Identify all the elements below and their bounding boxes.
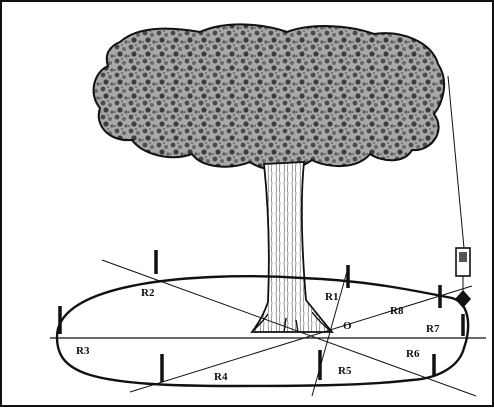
label-r2: R2 xyxy=(141,287,155,299)
plumb-line xyxy=(448,76,464,248)
label-r3: R3 xyxy=(76,345,90,357)
plumb-weight-window xyxy=(459,252,467,262)
label-center-o: O xyxy=(343,320,352,332)
label-r6: R6 xyxy=(406,348,420,360)
tree-trunk xyxy=(252,162,332,332)
label-r5: R5 xyxy=(338,365,352,377)
label-r1: R1 xyxy=(325,291,338,303)
label-r4: R4 xyxy=(214,371,228,383)
tree-crown xyxy=(94,24,445,170)
label-r8: R8 xyxy=(390,305,404,317)
label-r7: R7 xyxy=(426,323,440,335)
plumb-bob-diamond xyxy=(455,290,471,308)
